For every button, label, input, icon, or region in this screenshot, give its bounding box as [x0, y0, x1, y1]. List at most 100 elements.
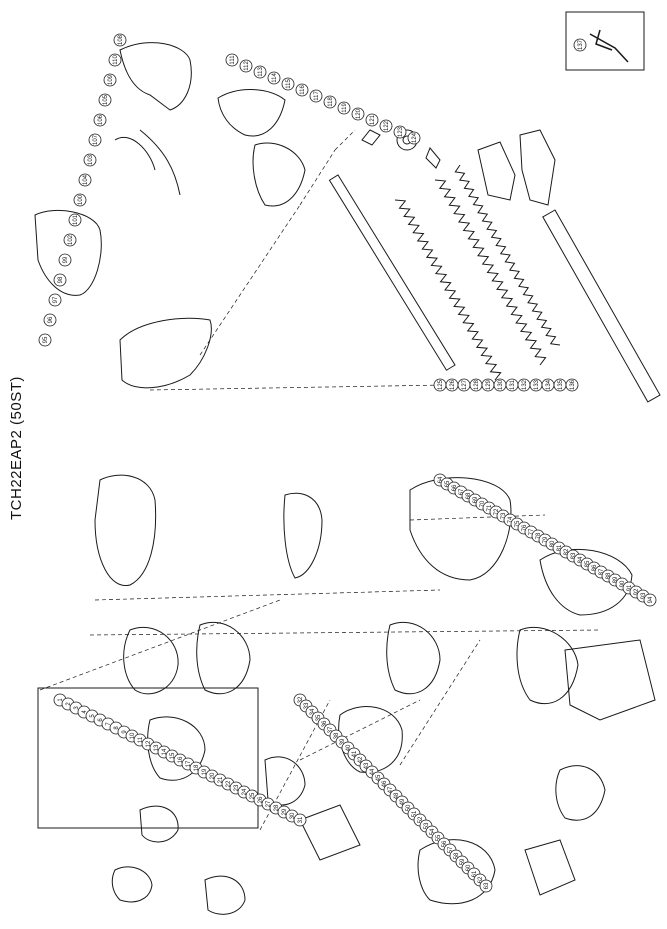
callout-number: 18 [194, 764, 200, 771]
callout-number: 61 [472, 870, 478, 877]
callout-number: 126 [450, 379, 456, 390]
blade-teeth-3 [454, 164, 561, 346]
callout-number: 62 [478, 876, 484, 883]
part-callout: 127 [457, 378, 471, 392]
guide-line [89, 629, 601, 636]
callout-number: 123 [398, 126, 404, 137]
part-callout: 117 [309, 89, 323, 103]
callout-circle [103, 73, 117, 87]
part-callout: 100 [73, 193, 87, 207]
callout-number: 125 [438, 379, 444, 390]
part-callout: 136 [565, 378, 579, 392]
callout-number: 50 [406, 804, 412, 811]
crankcase-left [196, 621, 251, 695]
guide-line [334, 129, 356, 151]
callout-circle [407, 131, 421, 145]
callout-number: 59 [460, 858, 466, 865]
callout-number: 3 [74, 706, 80, 710]
callout-circle [113, 33, 127, 47]
part-callout: 130 [493, 378, 507, 392]
callout-circle [565, 378, 579, 392]
callout-number: 100 [78, 194, 84, 205]
callout-circle [573, 38, 587, 52]
callout-number: 42 [358, 756, 364, 763]
callout-number: 95 [43, 336, 49, 343]
callout-number: 124 [412, 132, 418, 143]
callout-circle [43, 313, 57, 327]
callout-number: 112 [244, 61, 250, 71]
callout-circle [73, 193, 87, 207]
part-callout: 101 [68, 213, 82, 227]
part-callout: 104 [78, 173, 92, 187]
callout-number: 73 [501, 512, 507, 519]
callout-number: 121 [370, 114, 376, 125]
callout-number: 127 [462, 379, 468, 390]
callout-number: 68 [466, 492, 472, 499]
callout-circle [267, 71, 281, 85]
callout-number: 9 [122, 730, 128, 734]
callout-number: 134 [546, 379, 552, 390]
callout-number: 25 [250, 792, 256, 799]
callout-circle [48, 293, 62, 307]
callout-number: 107 [93, 134, 99, 145]
part-callout: 107 [88, 133, 102, 147]
callout-number: 99 [63, 256, 69, 263]
callout-circle [38, 333, 52, 347]
callout-circle [83, 153, 97, 167]
gear-housing [217, 89, 286, 137]
part-callout: 94 [643, 593, 657, 607]
throttle-cables [114, 129, 181, 196]
callout-number: 117 [314, 91, 320, 101]
part-callout: 131 [505, 378, 519, 392]
callout-number: 94 [648, 596, 654, 603]
callout-number: 24 [242, 788, 248, 795]
callout-number: 85 [585, 560, 591, 567]
callout-number: 82 [564, 548, 570, 555]
callout-number: 56 [442, 840, 448, 847]
carburetor [264, 756, 306, 806]
callout-number: 13 [154, 744, 160, 751]
callout-number: 88 [606, 572, 612, 579]
part-callout: 113 [253, 65, 267, 79]
part-callout: 99 [58, 253, 72, 267]
callout-number: 79 [543, 536, 549, 543]
callout-number: 77 [529, 528, 535, 535]
callout-number: 119 [342, 103, 348, 113]
blade-teeth-2 [434, 179, 547, 366]
recoil-starter-housing [94, 474, 157, 586]
callout-number: 31 [298, 816, 304, 823]
callout-number: 29 [282, 808, 288, 815]
callout-number: 90 [620, 580, 626, 587]
part-callout: 96 [43, 313, 57, 327]
fan-cover [417, 839, 496, 905]
callout-number: 47 [388, 786, 394, 793]
callout-number: 27 [266, 800, 272, 807]
callout-number: 64 [438, 476, 444, 483]
callout-number: 115 [286, 79, 292, 89]
callout-number: 66 [452, 484, 458, 491]
callout-number: 19 [202, 768, 208, 775]
callout-number: 32 [298, 696, 304, 703]
callout-number: 22 [226, 780, 232, 787]
callout-number: 4 [82, 710, 88, 714]
callout-number: 92 [634, 588, 640, 595]
guide-lines [39, 129, 601, 831]
flywheel [123, 626, 179, 695]
callout-number: 87 [599, 568, 605, 575]
callout-number: 53 [424, 822, 430, 829]
callout-circle [68, 213, 82, 227]
callout-circle [323, 95, 337, 109]
air-filter-cover [111, 866, 153, 903]
part-callout: 124 [407, 131, 421, 145]
guide-line [409, 514, 546, 521]
callout-number: 116 [300, 85, 306, 95]
callout-circle [253, 65, 267, 79]
part-callout: 31 [293, 813, 307, 827]
callout-circle [295, 83, 309, 97]
callout-number: 81 [557, 544, 563, 551]
callout-number: 26 [258, 796, 264, 803]
spacer-plate [361, 129, 381, 146]
blade-guard-bar [542, 209, 661, 403]
part-callout: 116 [295, 83, 309, 97]
